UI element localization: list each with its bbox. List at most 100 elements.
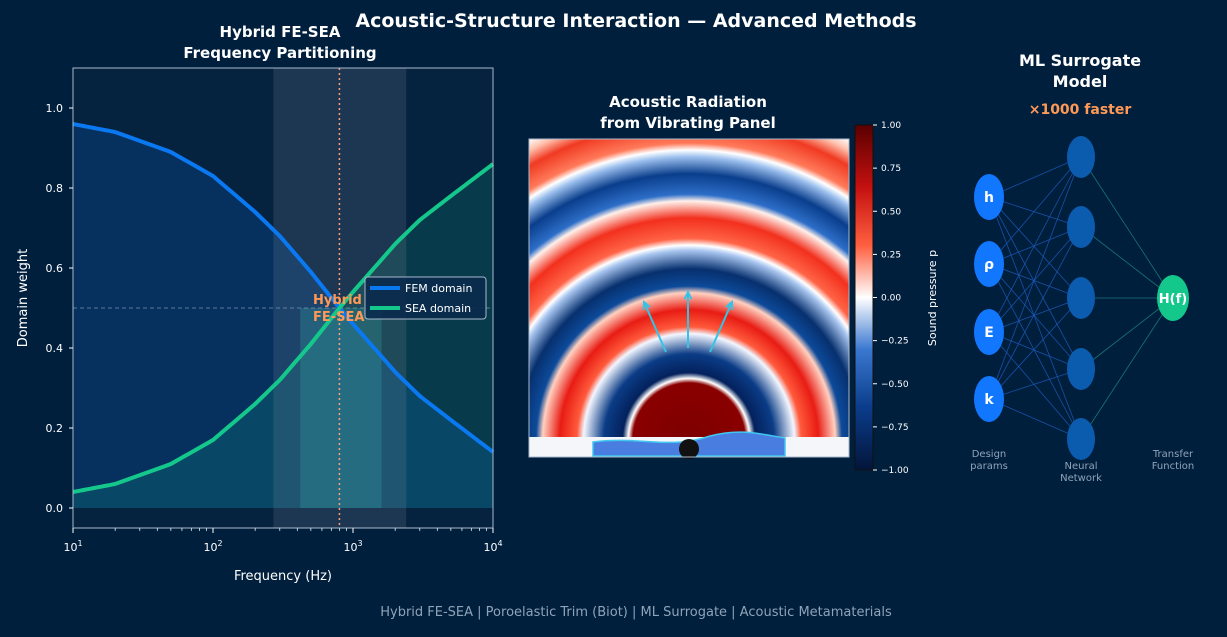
legend-label-fem: FEM domain [405,282,472,295]
input-node-label: h [984,190,994,206]
edge-input-hidden [988,263,1082,370]
panel3-title: ML Surrogate Model [980,50,1180,92]
input-node [974,241,1004,287]
hidden-node [1067,277,1095,319]
y-tick-label: 1.0 [46,102,64,115]
edge-input-hidden [988,156,1082,198]
edge-input-hidden [988,398,1082,440]
radiation-arrowhead [642,299,651,311]
panel3-title-line2: Model [1052,72,1108,91]
colorbar-tick-label: 0.25 [881,250,901,260]
hidden-node [1067,206,1095,248]
hybrid-inner-band [300,308,382,508]
hidden-node [1067,136,1095,178]
y-tick-label: 0.2 [46,422,64,435]
edge-input-hidden [988,196,1082,228]
colorbar-tick-label: 0.00 [881,294,901,304]
panel1-title-line1: Hybrid FE-SEA [219,23,341,41]
input-node [974,174,1004,220]
edge-input-hidden [988,263,1082,440]
edge-input-hidden [988,368,1082,400]
series-line-sea [72,162,495,494]
output-node-label: H(f) [1159,292,1187,307]
x-tick-label: 101 [63,539,82,554]
colorbar-tick-label: −0.75 [881,423,909,433]
edge-input-hidden [988,297,1082,333]
footer-methods: Hybrid FE-SEA | Poroelastic Trim (Biot) … [380,605,892,620]
speedup-label: ×1000 faster [1028,102,1132,118]
radiation-arrowhead [683,289,693,300]
colorbar-tick-label: −0.50 [881,380,909,390]
edge-input-hidden [988,156,1082,265]
edge-input-hidden [988,331,1082,440]
panel1-title: Hybrid FE-SEA Frequency Partitioning [130,22,430,64]
area-sea [73,164,493,508]
colorbar-label: Sound pressure p [926,250,939,346]
hidden-node [1067,418,1095,460]
layer-label: Function [1152,461,1195,472]
x-tick-label: 103 [343,539,362,554]
y-tick-label: 0.4 [46,342,64,355]
edge-hidden-output [1080,297,1174,370]
pressure-field [529,139,849,437]
y-axis-label: Domain weight [16,249,31,347]
edge-input-hidden [988,156,1082,333]
x-axis-label: Frequency (Hz) [234,569,332,584]
input-node-label: ρ [984,257,994,273]
series-line-fem [72,122,495,454]
panel2-title-line1: Acoustic Radiation [609,93,767,111]
input-node [974,309,1004,355]
colorbar-tick-label: 0.75 [881,164,901,174]
layer-label: Design [972,449,1007,460]
edge-input-hidden [988,226,1082,400]
colorbar [854,124,874,471]
plot-frame [72,67,494,529]
edge-input-hidden [988,297,1082,400]
panel3-title-line1: ML Surrogate [1018,51,1142,70]
y-tick-label: 0.0 [46,502,64,515]
y-tick-label: 0.8 [46,182,64,195]
edge-input-hidden [988,156,1082,400]
colorbar-tick-label: 1.00 [881,121,901,131]
panel2-title-line2: from Vibrating Panel [600,114,776,132]
edge-input-hidden [988,196,1082,370]
edge-input-hidden [988,226,1082,333]
radiation-arrowhead [725,299,734,311]
layer-label: Neural [1065,461,1098,472]
y-tick-label: 0.6 [46,262,64,275]
colorbar-tick-label: −1.00 [881,466,909,476]
hidden-node [1067,348,1095,390]
figure-title: Acoustic-Structure Interaction — Advance… [355,10,917,32]
panel1-title-line2: Frequency Partitioning [183,44,377,62]
layer-label: Transfer [1152,449,1194,460]
annotation-line-2: FE-SEA [313,310,364,325]
input-node-label: k [984,392,994,408]
panel2-title: Acoustic Radiation from Vibrating Panel [528,92,848,134]
x-tick-label: 102 [203,539,222,554]
input-node-label: E [984,325,994,341]
legend-label-sea: SEA domain [405,302,471,315]
input-node [974,376,1004,422]
colorbar-tick-label: −0.25 [881,337,909,347]
radiation-heatmap: 1.00 0.75 0.50 0.25 0.00 −0.25 −0.50 −0.75 −1.00… [528,121,939,476]
edge-hidden-output [1080,226,1174,299]
output-node [1157,275,1189,321]
annotation-line-1: Hybrid [313,293,362,308]
heatmap-frame [528,138,850,458]
layer-label: Network [1060,473,1102,484]
edge-input-hidden [988,331,1082,370]
colorbar-tick-label: 0.50 [881,207,901,217]
edge-input-hidden [988,196,1082,440]
area-fem [73,124,493,508]
edge-hidden-output [1080,297,1174,440]
x-tick-label: 104 [483,539,502,554]
edge-input-hidden [988,226,1082,265]
layer-label: params [970,461,1008,472]
radiation-arrow [643,301,667,353]
source-point [679,439,699,459]
edge-input-hidden [988,196,1082,299]
edge-hidden-output [1080,156,1174,299]
